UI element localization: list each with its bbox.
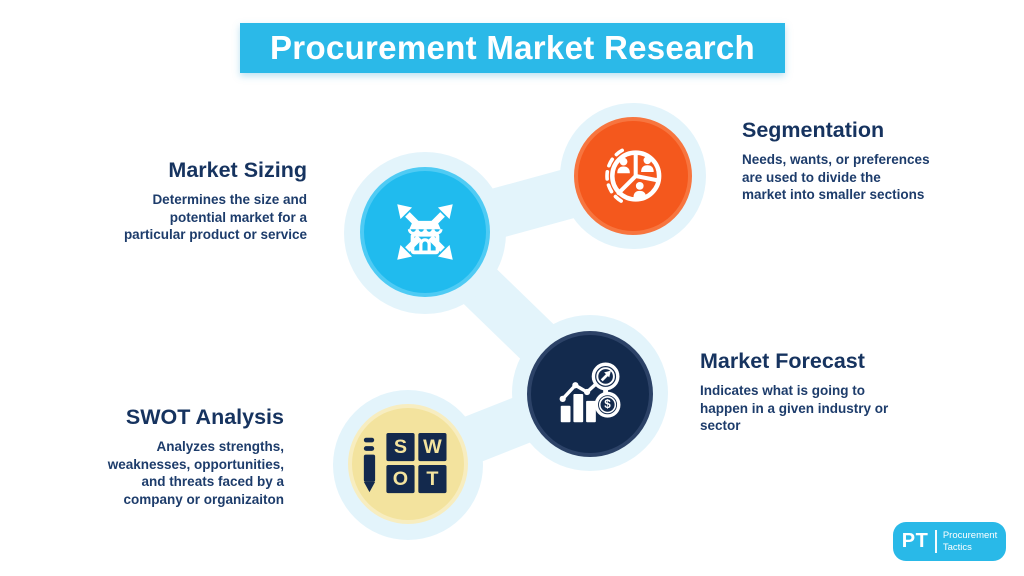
swot-letter-o: O xyxy=(393,468,408,490)
swot-analysis-section: SWOT Analysis Analyzes strengths, weakne… xyxy=(72,404,284,508)
market-forecast-heading: Market Forecast xyxy=(700,349,865,373)
swot-analysis-heading: SWOT Analysis xyxy=(125,405,284,429)
market-sizing-circle xyxy=(360,167,490,297)
title-banner: Procurement Market Research xyxy=(240,23,785,73)
segmentation-section: Segmentation Needs, wants, or preference… xyxy=(742,117,957,204)
swot-letter-t: T xyxy=(426,468,438,490)
store-expand-arrows-icon xyxy=(397,204,453,260)
segmentation-description: Needs, wants, or preferences are used to… xyxy=(742,152,930,202)
market-forecast-circle: $ xyxy=(527,331,653,457)
market-sizing-heading: Market Sizing xyxy=(168,158,307,182)
swot-analysis-circle: S W O T xyxy=(348,404,468,524)
logo-initials: PT xyxy=(901,530,929,552)
procurement-tactics-logo: PT Procurement Tactics xyxy=(893,522,1006,561)
swot-grid-pencil-icon: S W O T xyxy=(363,433,447,494)
logo-wordmark: Procurement Tactics xyxy=(942,530,998,553)
segmentation-heading: Segmentation xyxy=(742,118,885,142)
market-sizing-section: Market Sizing Determines the size and po… xyxy=(85,157,307,244)
bar-chart-trend-magnifier-dollar-icon: $ xyxy=(559,362,621,423)
swot-letter-s: S xyxy=(394,436,407,458)
page-title: Procurement Market Research xyxy=(270,29,755,66)
market-sizing-description: Determines the size and potential market… xyxy=(123,192,307,242)
market-forecast-section: Market Forecast Indicates what is going … xyxy=(700,348,935,435)
swot-letter-w: W xyxy=(423,436,442,458)
swot-analysis-description: Analyzes strengths, weaknesses, opportun… xyxy=(107,439,284,507)
dollar-symbol: $ xyxy=(604,398,611,411)
market-forecast-description: Indicates what is going to happen in a g… xyxy=(700,383,889,433)
logo-divider xyxy=(935,530,937,553)
segmentation-circle xyxy=(574,117,692,235)
pie-chart-people-icon xyxy=(605,148,662,204)
